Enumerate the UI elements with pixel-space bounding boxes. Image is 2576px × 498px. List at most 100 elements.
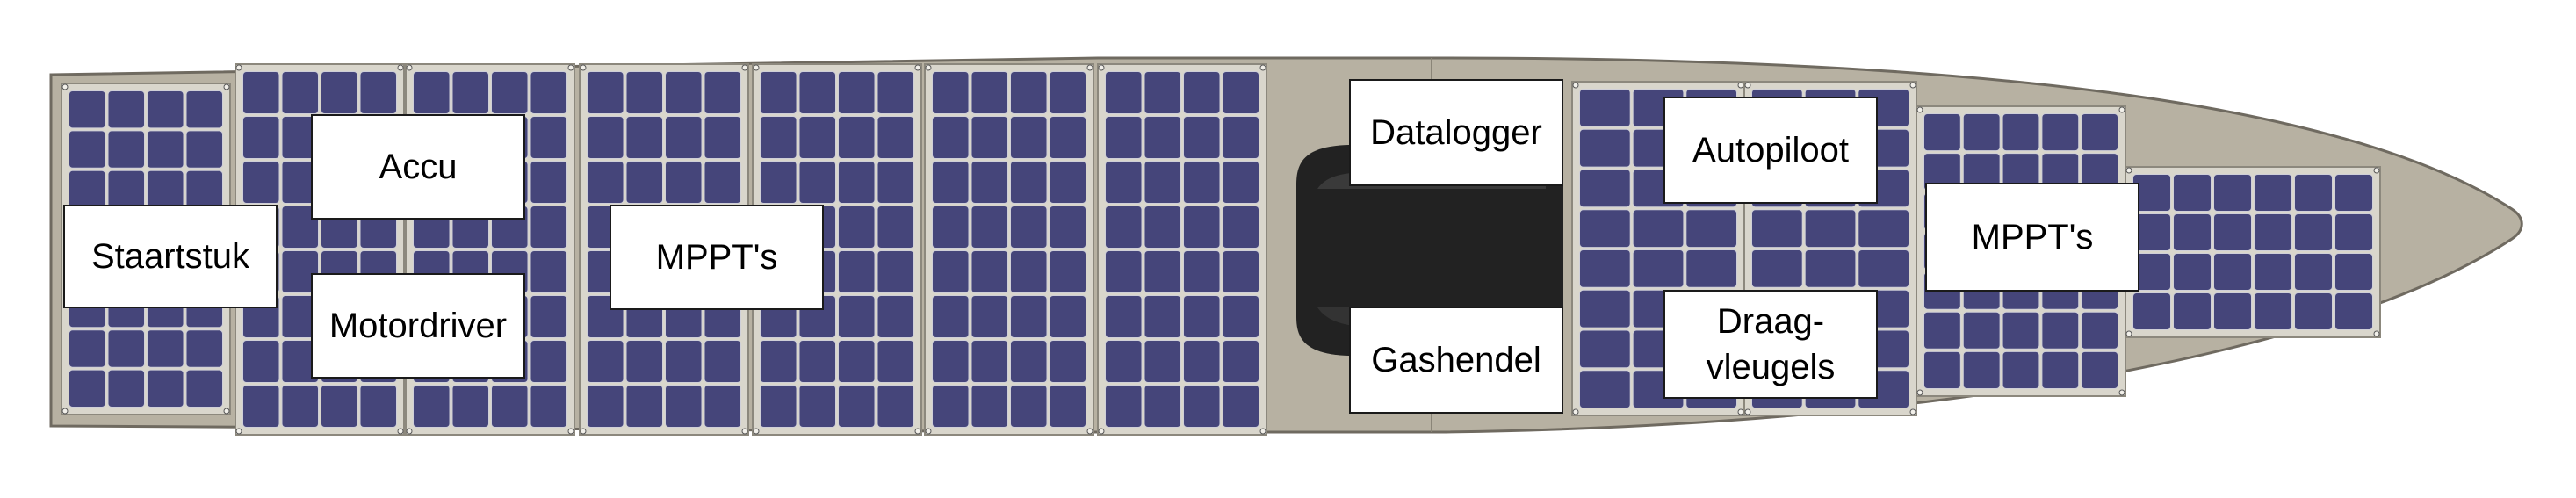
solar-cell — [530, 385, 567, 428]
solar-cell — [359, 385, 397, 428]
solar-cell — [530, 71, 567, 114]
solar-cell — [281, 250, 319, 293]
panel-screw — [914, 64, 921, 71]
solar-cell — [971, 116, 1008, 159]
solar-cell — [877, 116, 914, 159]
solar-cell — [798, 71, 836, 114]
solar-cell — [321, 385, 358, 428]
solar-cell — [147, 329, 184, 368]
solar-cell — [665, 340, 703, 383]
solar-cell — [107, 329, 145, 368]
solar-cell — [1923, 311, 1961, 350]
solar-cell — [838, 206, 876, 249]
solar-cell — [932, 340, 970, 383]
solar-cell — [2334, 213, 2373, 251]
solar-cell — [798, 340, 836, 383]
solar-cell — [1579, 370, 1631, 409]
solar-cell — [185, 369, 223, 408]
cockpit-opening — [1296, 145, 1563, 356]
panel-screw — [2118, 106, 2125, 113]
solar-cell — [587, 71, 624, 114]
solar-cell — [147, 90, 184, 129]
solar-cell — [838, 161, 876, 204]
panel-screw — [1909, 82, 1916, 89]
solar-cell — [2294, 253, 2333, 291]
solar-cell — [2254, 213, 2292, 251]
solar-cell — [1579, 329, 1631, 369]
solar-cell — [1183, 295, 1221, 338]
solar-cell — [1144, 116, 1181, 159]
panel-screw — [567, 64, 574, 71]
solar-cell — [798, 116, 836, 159]
solar-cell — [2173, 213, 2212, 251]
panel-screw — [223, 408, 230, 415]
solar-cell — [1751, 209, 1803, 249]
solar-cell — [838, 295, 876, 338]
solar-cell — [242, 340, 280, 383]
solar-cell — [760, 116, 797, 159]
autopiloot-label: Autopiloot — [1663, 97, 1878, 204]
solar-cell — [1105, 206, 1143, 249]
solar-cell — [877, 295, 914, 338]
solar-cell — [1579, 128, 1631, 168]
solar-cell — [1049, 71, 1086, 114]
solar-cell — [971, 71, 1008, 114]
solar-cell — [1105, 340, 1143, 383]
panel-screw — [1737, 82, 1744, 89]
solar-cell — [2173, 253, 2212, 291]
solar-cell — [2334, 253, 2373, 291]
solar-cell — [1183, 161, 1221, 204]
panel-screw — [1086, 428, 1093, 435]
solar-cell — [1049, 340, 1086, 383]
solar-cell — [242, 161, 280, 204]
solar-cell — [587, 161, 624, 204]
solar-cell — [2254, 292, 2292, 330]
solar-cell — [451, 385, 489, 428]
solar-cell — [1685, 249, 1738, 288]
solar-cell — [1183, 250, 1221, 293]
solar-cell — [1049, 295, 1086, 338]
mppt-front-label: MPPT's — [1925, 183, 2139, 292]
solar-cell — [451, 71, 489, 114]
panel-screw — [1259, 428, 1266, 435]
solar-cell — [587, 385, 624, 428]
solar-cell — [1183, 385, 1221, 428]
solar-cell — [877, 250, 914, 293]
solar-cell — [587, 116, 624, 159]
solar-cell — [704, 340, 741, 383]
solar-cell — [185, 170, 223, 209]
panel-screw — [61, 83, 69, 90]
solar-cell — [359, 71, 397, 114]
solar-cell — [625, 161, 663, 204]
solar-cell — [2002, 311, 2040, 350]
solar-cell — [2213, 213, 2252, 251]
solar-cell — [69, 170, 106, 209]
solar-cell — [2041, 350, 2080, 389]
solar-cell — [1923, 113, 1961, 152]
panel-screw — [2118, 389, 2125, 396]
panel-screw — [1916, 106, 1923, 113]
solar-cell — [2002, 350, 2040, 389]
solar-cell — [1685, 209, 1738, 249]
accu-label: Accu — [311, 114, 525, 220]
panel-screw — [1744, 82, 1751, 89]
panel-screw — [580, 64, 587, 71]
panel-screw — [406, 64, 413, 71]
solar-cell — [798, 385, 836, 428]
solar-cell — [1222, 71, 1259, 114]
solar-cell — [1923, 350, 1961, 389]
solar-cell — [2334, 174, 2373, 212]
solar-cell — [1144, 250, 1181, 293]
solar-cell — [971, 340, 1008, 383]
panel-screw — [567, 428, 574, 435]
solar-cell — [1105, 71, 1143, 114]
rear-panel-6 — [1097, 63, 1267, 436]
solar-cell — [1144, 71, 1181, 114]
solar-cell — [1579, 209, 1631, 249]
solar-cell — [1144, 295, 1181, 338]
solar-cell — [665, 71, 703, 114]
solar-cell — [1579, 289, 1631, 328]
solar-cell — [760, 385, 797, 428]
solar-cell — [1144, 340, 1181, 383]
solar-cell — [1183, 116, 1221, 159]
